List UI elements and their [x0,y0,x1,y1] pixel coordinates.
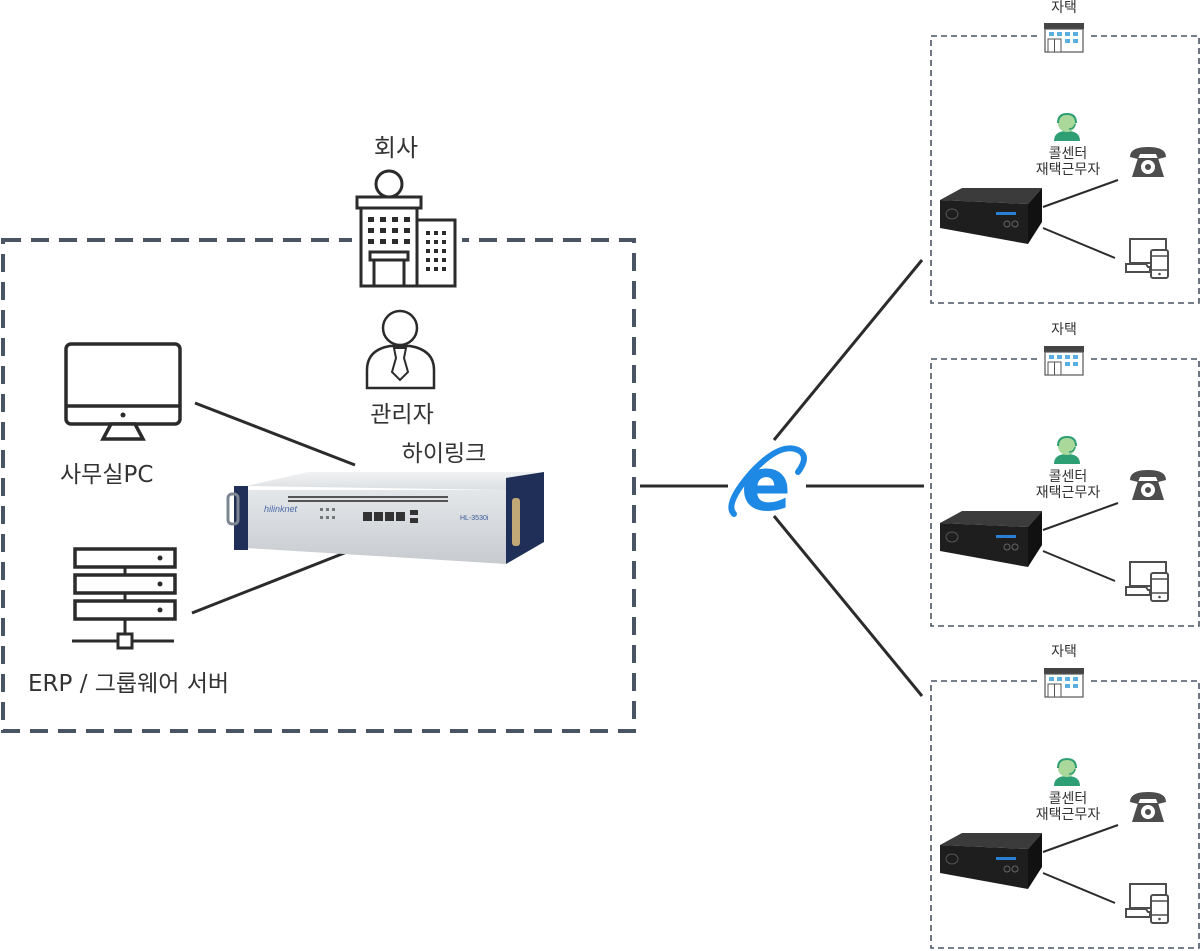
hilink-rack-device[interactable]: hilinknet HL-3530i [226,468,548,578]
telephone-icon [1130,470,1166,500]
line-internet-to-home3 [772,515,924,697]
company-boundary [1,238,636,733]
home-3-agent-label-line2: 재택근무자 [1035,807,1101,823]
call-center-agent-icon [1054,435,1080,464]
home-building-icon [1041,343,1087,377]
company-title: 회사 [373,134,419,162]
home-2-gateway-device[interactable] [940,511,1042,567]
line-pc-to-hilink [194,401,356,467]
telephone-icon [1130,147,1166,177]
line-home2-box-to-devices [1042,550,1116,582]
home-3-gateway-device[interactable] [940,833,1042,889]
home-2-agent-label-line1: 콜센터 [1048,469,1088,485]
svg-text:hilinknet: hilinknet [264,504,298,514]
laptop-mobile-icon [1125,883,1169,924]
laptop-mobile-icon [1125,238,1169,279]
line-server-to-hilink [191,548,353,615]
hilink-model-text: HL-3530i [460,515,489,522]
home-1-agent-label-line1: 콜센터 [1048,146,1088,162]
svg-text:e: e [741,442,791,528]
laptop-mobile-icon [1125,561,1169,602]
line-home1-box-to-phone [1042,179,1119,208]
call-center-agent-icon [1054,757,1080,786]
line-home3-box-to-devices [1042,872,1116,904]
hilink-label: 하이링크 [401,441,487,467]
call-center-agent-icon [1054,112,1080,141]
line-home3-box-to-phone [1042,824,1119,853]
home-3-agent-label-line1: 콜센터 [1048,791,1088,807]
internet-explorer-icon[interactable]: e [728,442,808,528]
line-home2-box-to-phone [1042,502,1119,531]
office-building-icon [352,169,462,290]
home-1-agent-label-line2: 재택근무자 [1035,162,1101,178]
home-1-title: 자택 [1051,0,1077,16]
home-1-gateway-device[interactable] [940,188,1042,244]
line-home1-box-to-devices [1042,227,1116,259]
manager-person-icon [365,309,436,390]
telephone-icon [1130,792,1166,822]
home-3-title: 자택 [1051,644,1077,660]
erp-server-icon [72,547,177,650]
line-internet-to-home1 [772,259,924,441]
home-building-icon [1041,665,1087,699]
office-pc-monitor-icon [64,342,182,441]
manager-label: 관리자 [370,402,434,428]
home-building-icon [1041,20,1087,54]
home-2-title: 자택 [1051,322,1077,338]
office-pc-label: 사무실PC [60,462,154,488]
home-2-agent-label-line2: 재택근무자 [1035,485,1101,501]
erp-server-label: ERP / 그룹웨어 서버 [28,671,230,697]
